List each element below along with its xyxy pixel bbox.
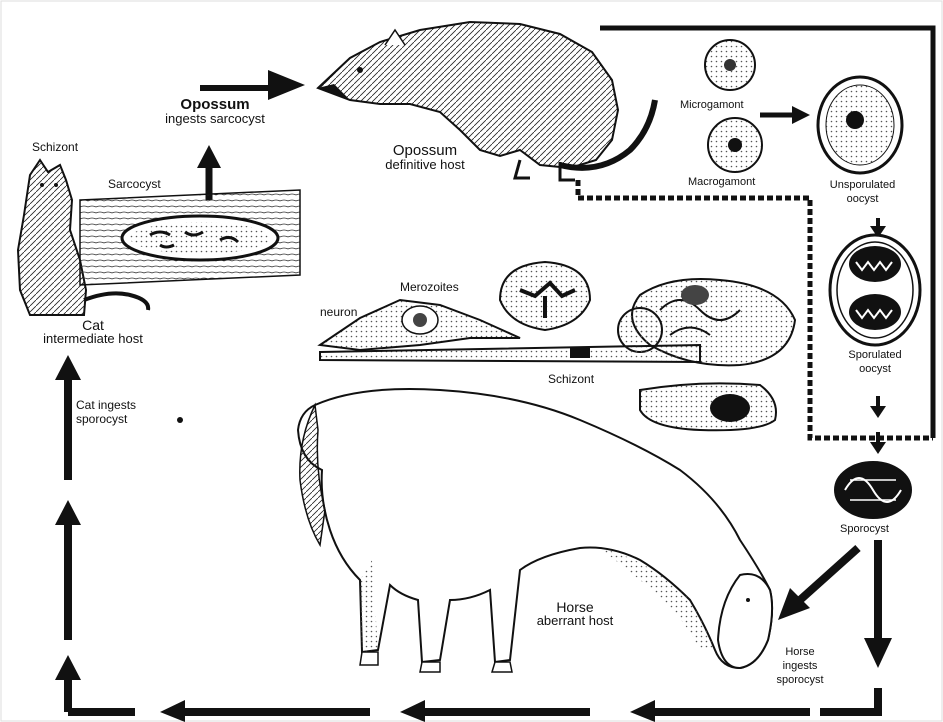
horse-ingests-label: Horse ingests sporocyst xyxy=(755,645,845,687)
horse-ingests-line3: sporocyst xyxy=(755,673,845,687)
opossum-ingests-label: Opossum ingests sarcocyst xyxy=(140,98,290,126)
cat-ingests-label: Cat ingests sporocyst xyxy=(76,398,136,426)
horse-ingests-line2: ingests xyxy=(755,659,845,673)
bottom-cycle-arrows xyxy=(68,688,878,722)
cat-ingests-line1: Cat ingests xyxy=(76,398,136,412)
opossum-ingests-sub: ingests sarcocyst xyxy=(140,112,290,126)
horse-host-label: Horse aberrant host xyxy=(520,600,630,628)
opossum-host-label: Opossum definitive host xyxy=(360,144,490,172)
cat-host-sub: intermediate host xyxy=(18,332,168,346)
muscle-fiber xyxy=(80,190,300,285)
cat-ingests-line2: sporocyst xyxy=(76,412,136,426)
schizont-cat-label: Schizont xyxy=(32,140,78,154)
microgamont-label: Microgamont xyxy=(680,98,744,112)
opossum-host-title: Opossum xyxy=(360,144,490,158)
macrogamont-label: Macrogamont xyxy=(688,175,755,189)
cat-host-label: Cat intermediate host xyxy=(18,318,168,346)
neuron-label: neuron xyxy=(320,305,357,319)
horse-host-title: Horse xyxy=(520,600,630,614)
horse-ingests-line1: Horse xyxy=(755,645,845,659)
horse-host-sub: aberrant host xyxy=(520,614,630,628)
unsporulated-label: Unsporulated oocyst xyxy=(815,178,910,206)
opossum-ingests-title: Opossum xyxy=(140,98,290,112)
sporocyst-label: Sporocyst xyxy=(840,522,889,536)
sarcocyst-label: Sarcocyst xyxy=(108,177,161,191)
horse-illustration xyxy=(298,389,772,672)
merozoites-label: Merozoites xyxy=(400,280,459,294)
schizont-cns-label: Schizont xyxy=(548,372,594,386)
sporulated-line2: oocyst xyxy=(830,362,920,376)
sarcocyst-up-arrow xyxy=(197,145,221,200)
opossum-host-sub: definitive host xyxy=(360,158,490,172)
unsporulated-line2: oocyst xyxy=(815,192,910,206)
stray-dot xyxy=(177,417,183,423)
unsporulated-line1: Unsporulated xyxy=(815,178,910,192)
cat-host-title: Cat xyxy=(18,318,168,332)
sporulated-line1: Sporulated xyxy=(830,348,920,362)
sporulated-label: Sporulated oocyst xyxy=(830,348,920,376)
